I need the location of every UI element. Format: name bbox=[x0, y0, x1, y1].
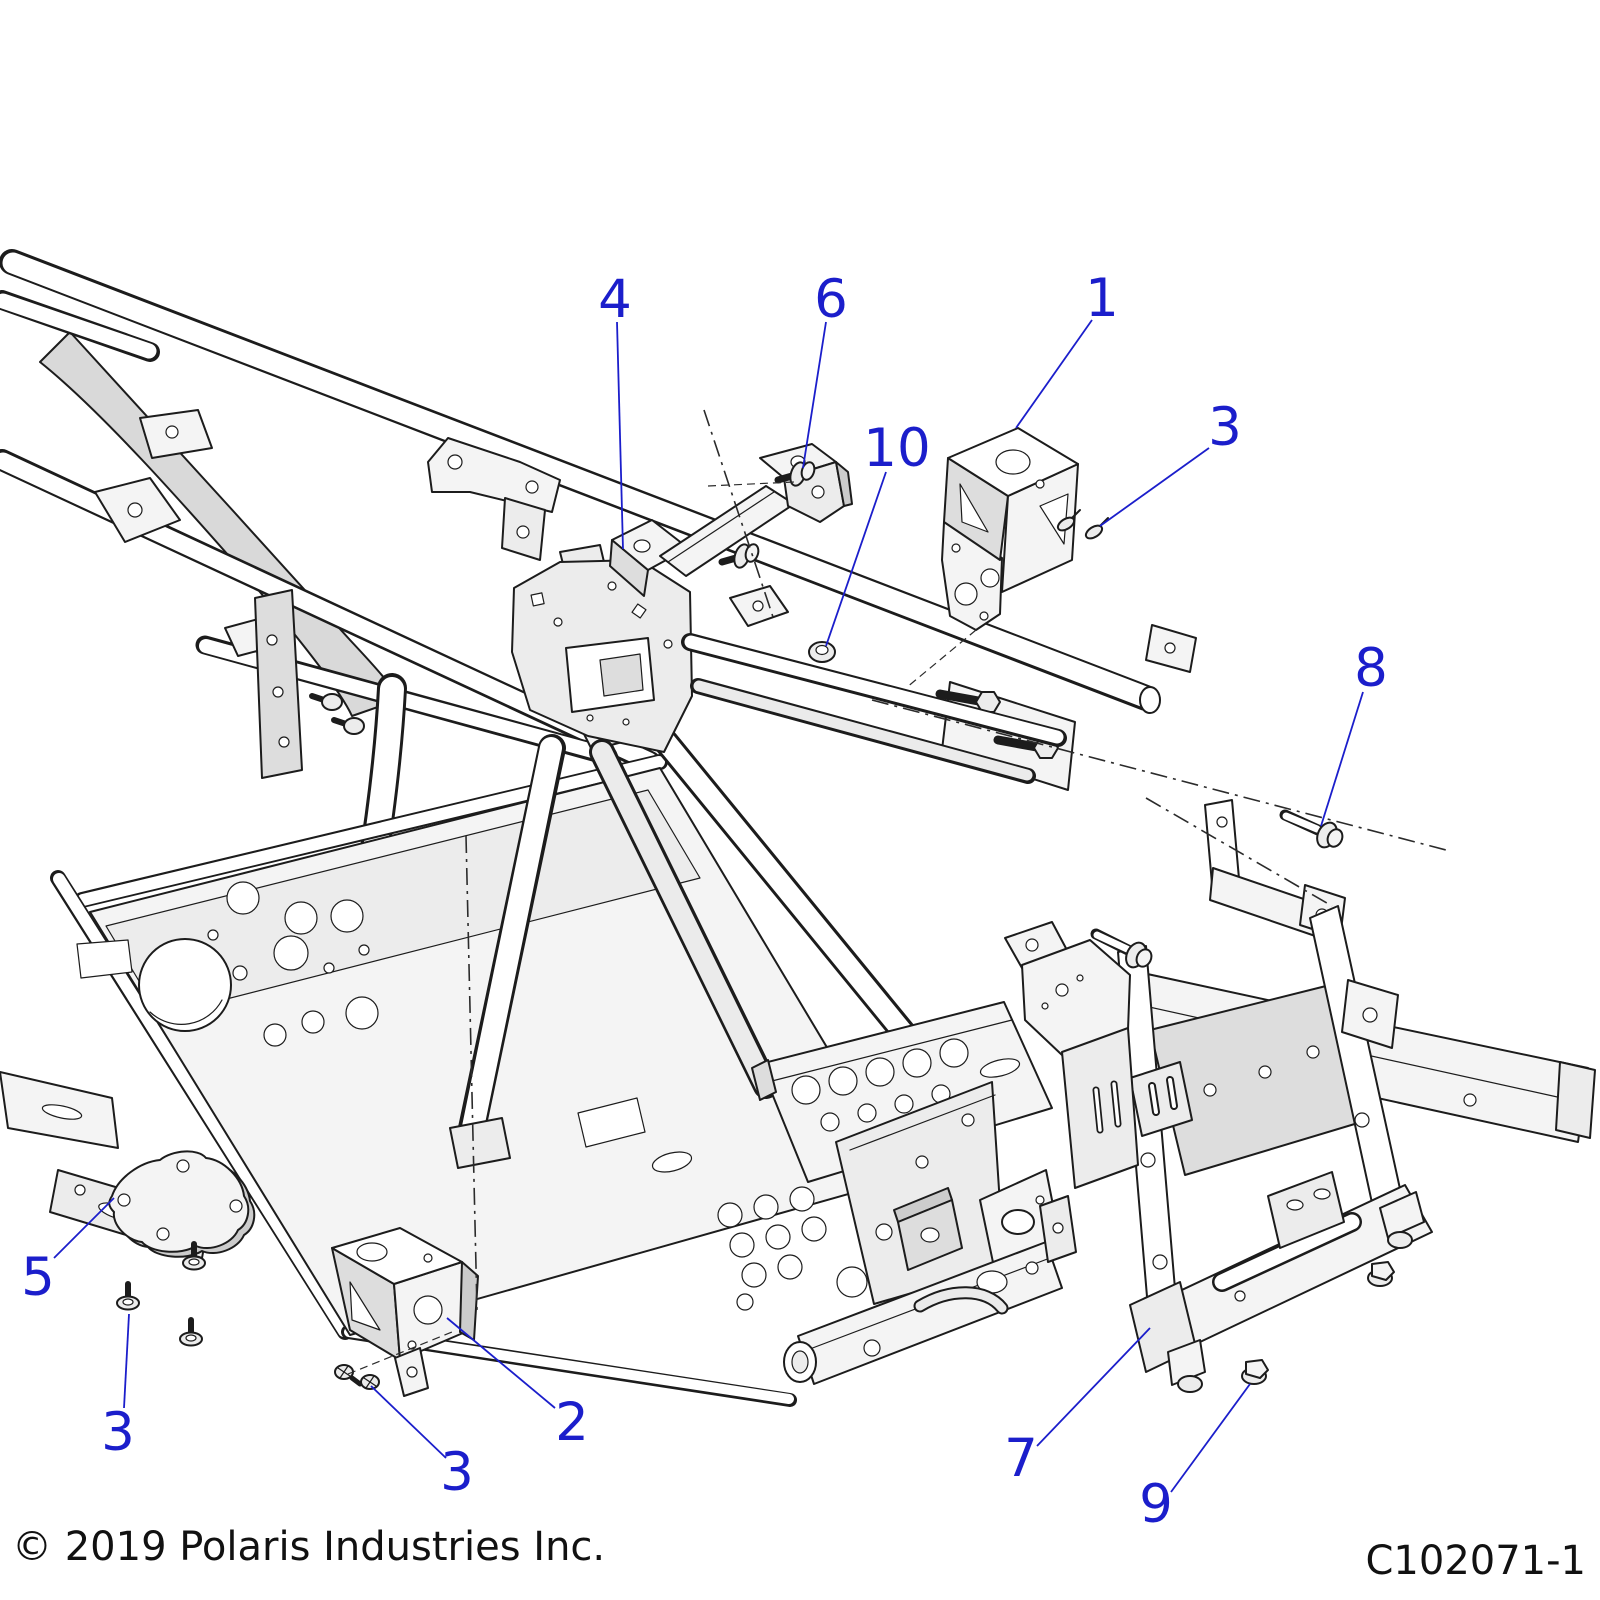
callout-number-10: 10 bbox=[863, 418, 930, 479]
bolts-part-9 bbox=[1241, 1261, 1395, 1385]
callout-leader-3 bbox=[1099, 447, 1210, 527]
callout-leader-7 bbox=[1036, 1327, 1151, 1447]
tube-clamp-bracket bbox=[427, 437, 561, 561]
front-gusset bbox=[39, 331, 399, 717]
cover-plate-part-5 bbox=[108, 1150, 256, 1258]
callout-number-3: 3 bbox=[440, 1442, 474, 1503]
callout-leader-10 bbox=[825, 471, 887, 647]
callout-leader-1 bbox=[1015, 319, 1093, 429]
main-frame-illustration bbox=[0, 249, 1197, 1407]
callout-leader-5 bbox=[53, 1197, 115, 1259]
callout-leader-6 bbox=[802, 321, 827, 469]
push-rivets-part-3-left bbox=[116, 1241, 206, 1347]
bracket-part-1 bbox=[941, 427, 1079, 631]
bolts-part-6 bbox=[718, 461, 816, 569]
perforated-cross-member bbox=[751, 1001, 1053, 1183]
screws-part-3-bottom bbox=[334, 1364, 380, 1390]
callout-number-8: 8 bbox=[1354, 638, 1388, 699]
alignment-lines bbox=[347, 409, 1447, 1375]
sub-frame-side-bracket bbox=[1004, 921, 1139, 1189]
callout-leader-2 bbox=[446, 1317, 556, 1409]
callout-leader-3 bbox=[123, 1313, 130, 1409]
callout-leader-8 bbox=[1320, 691, 1364, 827]
callout-leader-4 bbox=[616, 321, 624, 550]
callout-number-3: 3 bbox=[101, 1402, 135, 1463]
callout-number-2: 2 bbox=[555, 1392, 589, 1453]
bracket-part-2 bbox=[331, 1227, 479, 1397]
callout-layer: 1 2 3 3 3 4 5 6 7 8 9 10 bbox=[21, 268, 1388, 1535]
callout-number-6: 6 bbox=[814, 269, 848, 330]
diagram-code: C102071-1 bbox=[1365, 1538, 1586, 1584]
callout-number-3: 3 bbox=[1208, 397, 1242, 458]
callout-number-5: 5 bbox=[21, 1247, 55, 1308]
copyright-text: © 2019 Polaris Industries Inc. bbox=[12, 1524, 605, 1570]
grommet-part-10 bbox=[808, 641, 836, 663]
callout-number-1: 1 bbox=[1085, 268, 1119, 329]
bolts-part-8 bbox=[1090, 809, 1344, 969]
callout-number-9: 9 bbox=[1139, 1474, 1173, 1535]
sub-frame-part-7 bbox=[1117, 799, 1596, 1393]
callout-leader-3 bbox=[370, 1385, 447, 1459]
rear-tower bbox=[449, 544, 916, 1169]
rear-rack-rails bbox=[681, 633, 1161, 784]
callout-number-7: 7 bbox=[1004, 1428, 1038, 1489]
frame-tubes bbox=[0, 249, 1159, 1407]
callout-leader-9 bbox=[1170, 1383, 1251, 1493]
callout-number-4: 4 bbox=[598, 269, 632, 330]
rivets-part-3-top bbox=[1056, 509, 1109, 540]
frame-mount-ears bbox=[94, 409, 1197, 751]
rear-bumper-assembly bbox=[783, 1081, 1077, 1385]
